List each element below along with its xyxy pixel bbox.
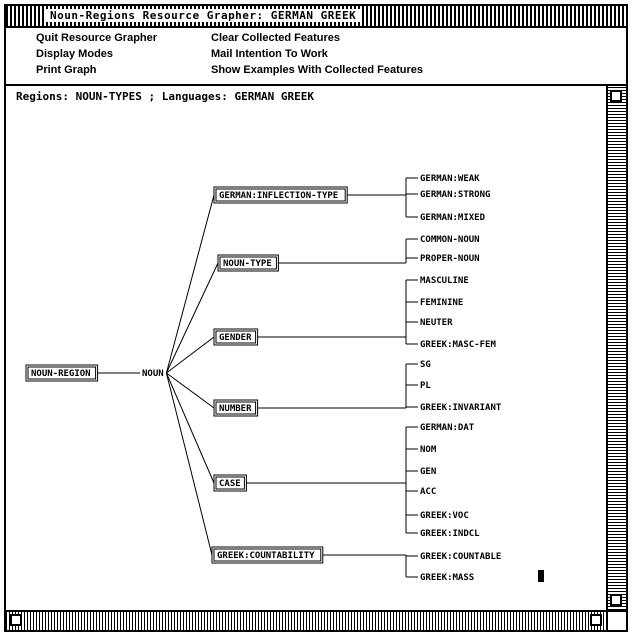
node-gender-label: GENDER	[219, 333, 252, 343]
status-line: Regions: NOUN-TYPES ; Languages: GERMAN …	[16, 90, 315, 103]
leaf-neuter[interactable]: NEUTER	[420, 318, 453, 328]
horizontal-scrollbar[interactable]	[6, 610, 606, 630]
edge-root-german-inflection-type	[165, 194, 215, 374]
leaf-acc[interactable]: ACC	[420, 487, 436, 497]
grapher-window: Noun-Regions Resource Grapher: GERMAN GR…	[4, 4, 628, 632]
leaf-gen[interactable]: GEN	[420, 467, 436, 477]
feature-graph: NOUN-REGION NOUN GERMAN:INFLECTION-TYPE GER…	[25, 174, 544, 583]
node-noun-type-label: NOUN-TYPE	[223, 259, 272, 269]
edge-root-noun-type	[165, 262, 219, 374]
leaf-greek-masc-fem[interactable]: GREEK:MASC-FEM	[420, 340, 496, 350]
leaf-proper-noun[interactable]: PROPER-NOUN	[420, 254, 480, 264]
leaf-greek-mass[interactable]: GREEK:MASS	[420, 573, 474, 583]
menu-show-examples[interactable]: Show Examples With Collected Features	[211, 64, 424, 76]
menu-clear-collected-features[interactable]: Clear Collected Features	[211, 32, 340, 44]
leaf-german-dat[interactable]: GERMAN:DAT	[420, 423, 475, 433]
node-greek-countability-label: GREEK:COUNTABILITY	[217, 551, 315, 561]
menu-quit-resource-grapher[interactable]: Quit Resource Grapher	[36, 32, 158, 44]
leaf-german-strong[interactable]: GERMAN:STRONG	[420, 190, 490, 200]
node-noun-type-inner	[219, 256, 277, 270]
text-cursor	[538, 570, 544, 582]
leaf-greek-voc[interactable]: GREEK:VOC	[420, 511, 469, 521]
node-gender-inner	[215, 330, 257, 344]
title-bar[interactable]: Noun-Regions Resource Grapher: GERMAN GR…	[6, 6, 626, 28]
menu-print-graph[interactable]: Print Graph	[36, 64, 97, 76]
node-root-link-label: NOUN	[142, 369, 164, 379]
window-title: Noun-Regions Resource Grapher: GERMAN GR…	[46, 9, 361, 22]
node-root-inner	[27, 366, 97, 380]
leaf-nom[interactable]: NOM	[420, 445, 437, 455]
node-root-label: NOUN-REGION	[31, 369, 91, 379]
scroll-up-handle[interactable]	[610, 90, 622, 102]
node-number-label: NUMBER	[219, 404, 252, 414]
edge-root-gender	[166, 336, 215, 374]
scroll-corner	[606, 610, 626, 630]
vertical-scrollbar[interactable]	[606, 86, 626, 610]
node-greek-countability-inner	[213, 548, 322, 562]
node-number-inner	[215, 401, 257, 415]
scroll-left-handle[interactable]	[10, 614, 22, 626]
node-case-inner	[215, 476, 245, 490]
leaf-common-noun[interactable]: COMMON-NOUN	[420, 235, 480, 245]
command-menu: Quit Resource Grapher Display Modes Prin…	[6, 28, 626, 86]
menu-display-modes[interactable]: Display Modes	[36, 48, 114, 60]
leaf-greek-countable[interactable]: GREEK:COUNTABLE	[420, 552, 501, 562]
node-german-inflection-type-inner	[215, 188, 346, 202]
edge-root-number	[166, 372, 215, 409]
leaf-sg[interactable]: SG	[420, 360, 431, 370]
scroll-right-handle[interactable]	[590, 614, 602, 626]
leaf-greek-invariant[interactable]: GREEK:INVARIANT	[420, 403, 502, 413]
graph-canvas: NOUN-REGION NOUN GERMAN:INFLECTION-TYPE GER…	[8, 106, 602, 612]
leaf-german-mixed[interactable]: GERMAN:MIXED	[420, 213, 486, 223]
scroll-down-handle[interactable]	[610, 594, 622, 606]
leaf-german-weak[interactable]: GERMAN:WEAK	[420, 174, 480, 184]
menu-mail-intention-to-work[interactable]: Mail Intention To Work	[211, 48, 328, 60]
leaf-feminine[interactable]: FEMININE	[420, 298, 463, 308]
leaf-pl[interactable]: PL	[420, 381, 431, 391]
leaf-masculine[interactable]: MASCULINE	[420, 276, 469, 286]
edge-root-greek-countability	[165, 372, 213, 556]
node-case-label: CASE	[219, 479, 241, 489]
node-german-inflection-type-label: GERMAN:INFLECTION-TYPE	[219, 191, 338, 201]
edge-root-case	[165, 372, 215, 484]
leaf-greek-indcl[interactable]: GREEK:INDCL	[420, 529, 480, 539]
